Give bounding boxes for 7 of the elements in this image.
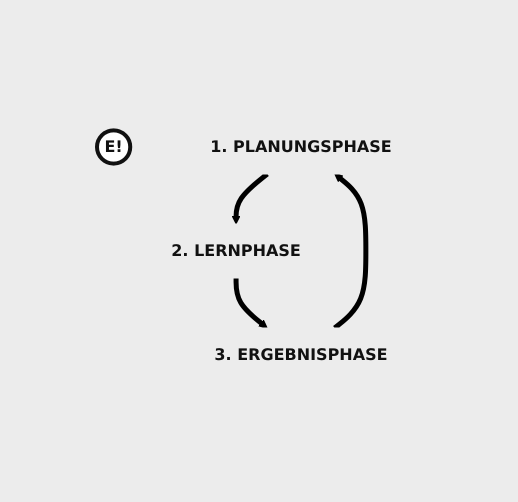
arrow <box>332 174 368 330</box>
node-text: 1. PLANUNGSPHASE <box>210 137 392 156</box>
arrow <box>233 278 268 328</box>
node-text: 3. ERGEBNISPHASE <box>214 345 388 364</box>
node-circle: E! <box>94 128 132 166</box>
node-text: 2. LERNPHASE <box>170 241 301 260</box>
arrow <box>231 172 268 224</box>
